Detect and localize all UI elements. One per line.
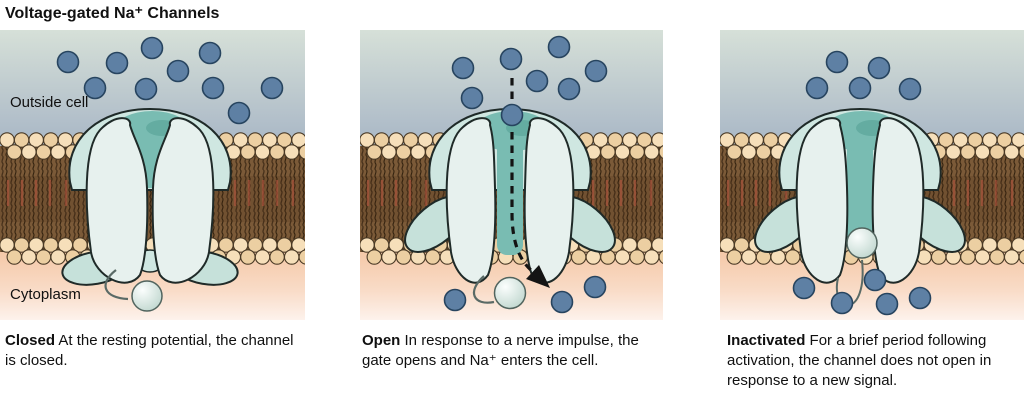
- sodium-ion: [56, 50, 80, 74]
- panel-open: [360, 30, 663, 320]
- caption-open: Open In response to a nerve impulse, the…: [362, 331, 670, 371]
- sodium-ions: [792, 50, 932, 316]
- caption-text-closed: At the resting potential, the channel is…: [5, 332, 294, 369]
- sodium-ion: [875, 292, 899, 316]
- caption-lead-inactivated: Inactivated: [727, 332, 806, 349]
- channel-pore: [847, 125, 873, 255]
- channel-pore: [497, 125, 523, 255]
- sodium-ion: [525, 69, 549, 93]
- sodium-ion: [105, 51, 129, 75]
- channel-gate-lobe: [795, 117, 849, 284]
- inactivation-ball: [846, 227, 878, 259]
- caption-inactivated: Inactivated For a brief period following…: [727, 331, 1024, 391]
- sodium-ion: [260, 76, 284, 100]
- channel-diagram-inactivated: [720, 30, 1024, 320]
- outside-cell-label: Outside cell: [10, 94, 89, 111]
- channel-diagram-open: [360, 30, 663, 320]
- sodium-ion: [500, 103, 524, 127]
- sodium-ion: [198, 41, 222, 65]
- sodium-ion: [140, 36, 164, 60]
- panel-inactivated: [720, 30, 1024, 320]
- sodium-ion: [584, 59, 608, 83]
- sodium-ion: [863, 268, 887, 292]
- sodium-ion: [898, 77, 922, 101]
- cytoplasm-label: Cytoplasm: [10, 286, 81, 303]
- caption-lead-closed: Closed: [5, 332, 56, 349]
- channel-protein-inactivated: [754, 107, 966, 306]
- caption-text-inactivated: For a brief period following activation,…: [727, 332, 992, 389]
- inactivation-ball-and-chain: [104, 269, 163, 312]
- inactivation-ball: [131, 280, 163, 312]
- sodium-ions: [56, 36, 284, 125]
- sodium-ion: [557, 77, 581, 101]
- sodium-ion: [867, 56, 891, 80]
- channel-protein-open: [404, 107, 616, 310]
- sodium-ion: [908, 286, 932, 310]
- channel-diagram-closed: [0, 30, 305, 320]
- channel-gate-lobe: [445, 117, 497, 284]
- inactivation-ball: [493, 276, 527, 310]
- channel-gate-lobe: [151, 117, 215, 284]
- figure-title: Voltage-gated Na⁺ Channels: [5, 5, 220, 22]
- sodium-ion: [550, 290, 574, 314]
- sodium-ion: [443, 288, 467, 312]
- sodium-ion: [227, 101, 251, 125]
- sodium-ion: [547, 35, 571, 59]
- sodium-ion: [830, 291, 854, 315]
- channel-gate-lobe: [523, 117, 575, 284]
- caption-text-open: In response to a nerve impulse, the gate…: [362, 332, 639, 369]
- ion-flow-arrow: [510, 78, 550, 288]
- sodium-ion: [848, 76, 872, 100]
- caption-lead-open: Open: [362, 332, 401, 349]
- sodium-ion: [792, 276, 816, 300]
- sodium-ion: [460, 86, 484, 110]
- sodium-ion: [499, 47, 523, 71]
- sodium-ion: [166, 59, 190, 83]
- inactivation-ball-and-chain: [472, 275, 527, 310]
- sodium-ion: [201, 76, 225, 100]
- sodium-ion: [805, 76, 829, 100]
- channel-protein-closed: [61, 107, 239, 312]
- caption-closed: Closed At the resting potential, the cha…: [5, 331, 305, 371]
- sodium-ion: [451, 56, 475, 80]
- sodium-ion: [583, 275, 607, 299]
- sodium-ion: [134, 77, 158, 101]
- sodium-ion: [825, 50, 849, 74]
- channel-gate-lobe: [871, 117, 925, 284]
- sodium-ions: [443, 35, 608, 314]
- sodium-ion: [83, 76, 107, 100]
